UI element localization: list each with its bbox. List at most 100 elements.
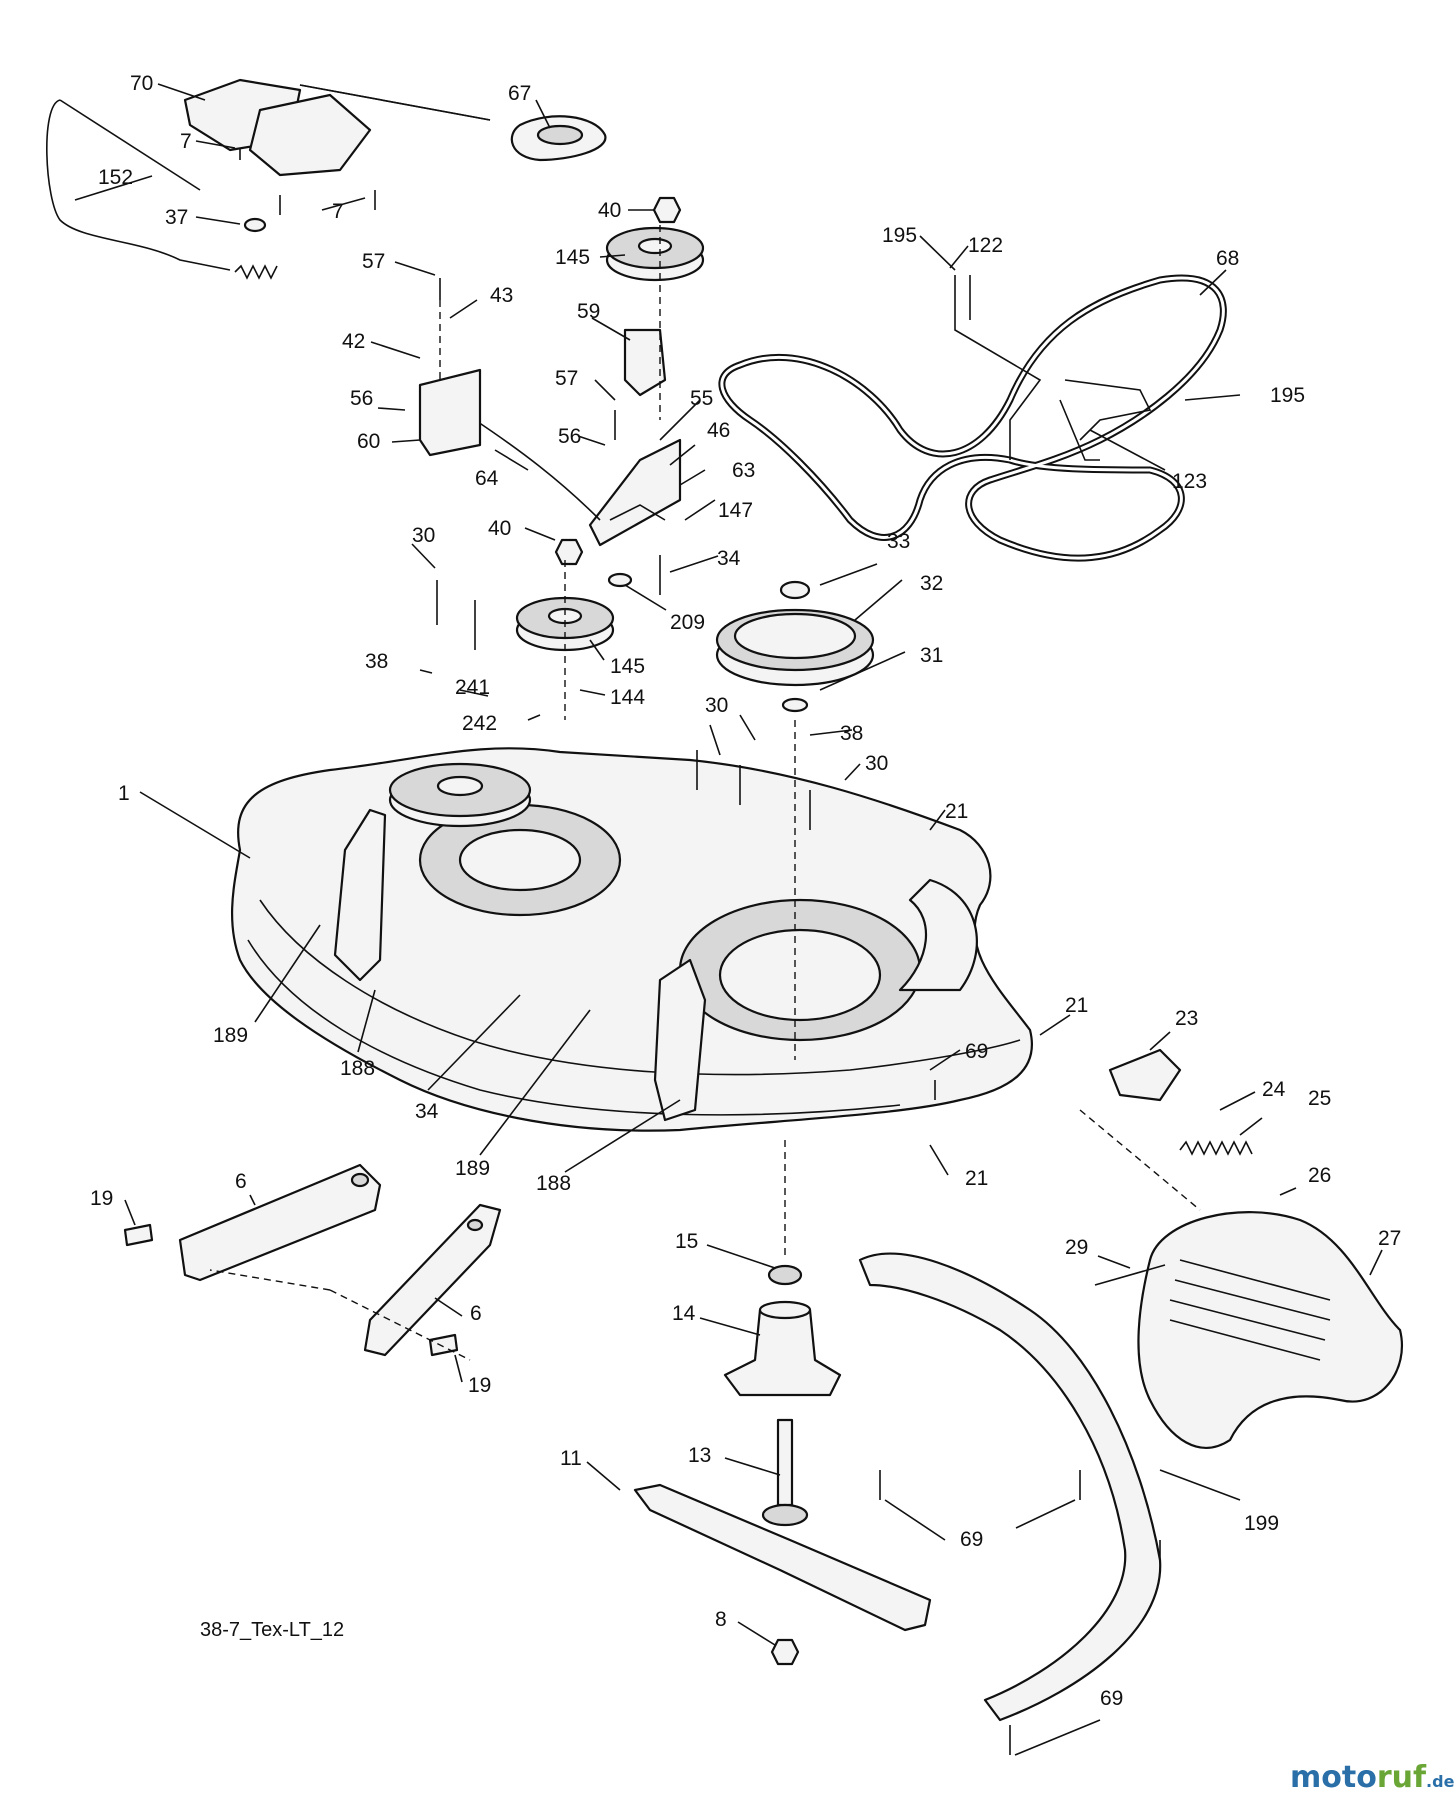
control-cable-152 [46,99,278,280]
alignment-lines [209,225,1201,1361]
rod-29 [1094,1264,1166,1286]
callout-6: 6 [470,1302,482,1325]
callout-21: 21 [1065,994,1088,1017]
watermark-logo: motoruf.de [1290,1760,1455,1795]
mower-deck [231,747,1033,1132]
callout-144: 144 [610,686,645,709]
callout-241: 241 [455,676,490,699]
callout-145: 145 [555,246,590,269]
callout-30: 30 [412,524,435,547]
idler-pulley-upper [605,226,705,282]
washer-31 [781,697,809,713]
callout-11: 11 [560,1447,582,1470]
callout-30: 30 [865,752,888,775]
callout-32: 32 [920,572,943,595]
callout-67: 67 [508,82,531,105]
callout-209: 209 [670,611,705,634]
callout-60: 60 [357,430,380,453]
callout-69: 69 [965,1040,988,1063]
leader-lines [74,83,1383,1756]
callout-242: 242 [462,712,497,735]
lift-bracket-70 [183,78,491,177]
callout-1: 1 [118,782,130,805]
callout-123: 123 [1172,470,1207,493]
callout-57: 57 [555,367,578,390]
knob-67 [510,115,607,162]
deck-bracket-left [333,808,387,982]
watermark-accent: ruf [1377,1760,1427,1795]
callout-23: 23 [1175,1007,1198,1030]
callout-122: 122 [968,234,1003,257]
deck-arm-lower [363,1203,502,1357]
callout-43: 43 [490,284,513,307]
callout-6: 6 [235,1170,247,1193]
belt-guide-123 [1059,379,1152,461]
callout-31: 31 [920,644,943,667]
callout-14: 14 [672,1302,696,1325]
callout-56: 56 [350,387,373,410]
drive-belt [718,274,1227,562]
callout-42: 42 [342,330,365,353]
callout-40: 40 [598,199,621,222]
callout-21: 21 [945,800,968,823]
watermark-suffix: .de [1426,1772,1455,1791]
callout-21: 21 [965,1167,988,1190]
deck-mounted-pulley [388,762,532,828]
callout-147: 147 [718,499,753,522]
belt-guide-122 [954,275,1042,460]
nut-40-lower [554,538,584,566]
callout-63: 63 [732,459,755,482]
bolt-19-upper [123,1223,154,1247]
spindle-shaft [761,1418,809,1527]
baffle-199 [858,1252,1162,1722]
callout-40: 40 [488,517,511,540]
callout-38: 38 [840,722,863,745]
bracket-60 [418,368,482,457]
callout-38: 38 [365,650,388,673]
washer-37 [243,217,267,233]
callout-189: 189 [213,1024,248,1047]
callout-199: 199 [1244,1512,1279,1535]
nut-33 [779,580,811,600]
callout-34: 34 [717,547,741,570]
callout-69: 69 [960,1528,983,1551]
callout-33: 33 [887,530,910,553]
callout-7: 7 [180,130,192,153]
callout-30: 30 [705,694,728,717]
callout-145: 145 [610,655,645,678]
callout-195: 195 [1270,384,1305,407]
diagram-caption: 38-7_Tex-LT_12 [200,1619,344,1641]
callout-59: 59 [577,300,600,323]
callout-8: 8 [715,1608,727,1631]
callout-labels: 70 67 7 7 152 37 40 145 195 122 68 57 43… [90,72,1401,1710]
callout-55: 55 [690,387,713,410]
callout-27: 27 [1378,1227,1401,1250]
callout-46: 46 [707,419,730,442]
callout-34: 34 [415,1100,439,1123]
callout-26: 26 [1308,1164,1331,1187]
callout-188: 188 [340,1057,375,1080]
callout-13: 13 [688,1444,711,1467]
callout-37: 37 [165,206,188,229]
watermark-brand: moto [1290,1760,1377,1795]
callout-15: 15 [675,1230,698,1253]
blade-bolt [770,1638,800,1666]
nut-40-upper [652,196,682,224]
deck-bracket-right [653,958,707,1122]
callout-56: 56 [558,425,581,448]
callout-7: 7 [332,200,344,223]
callout-19: 19 [90,1187,113,1210]
callout-57: 57 [362,250,385,273]
callout-69: 69 [1100,1687,1123,1710]
callout-152: 152 [98,166,133,189]
callout-189: 189 [455,1157,490,1180]
washer-209 [607,572,633,588]
callout-68: 68 [1216,247,1239,270]
spindle-housing [723,1300,842,1397]
spring-25 [1179,1140,1253,1156]
spindle-pulley [715,608,875,687]
idler-arm [474,328,682,547]
blade [633,1483,932,1632]
